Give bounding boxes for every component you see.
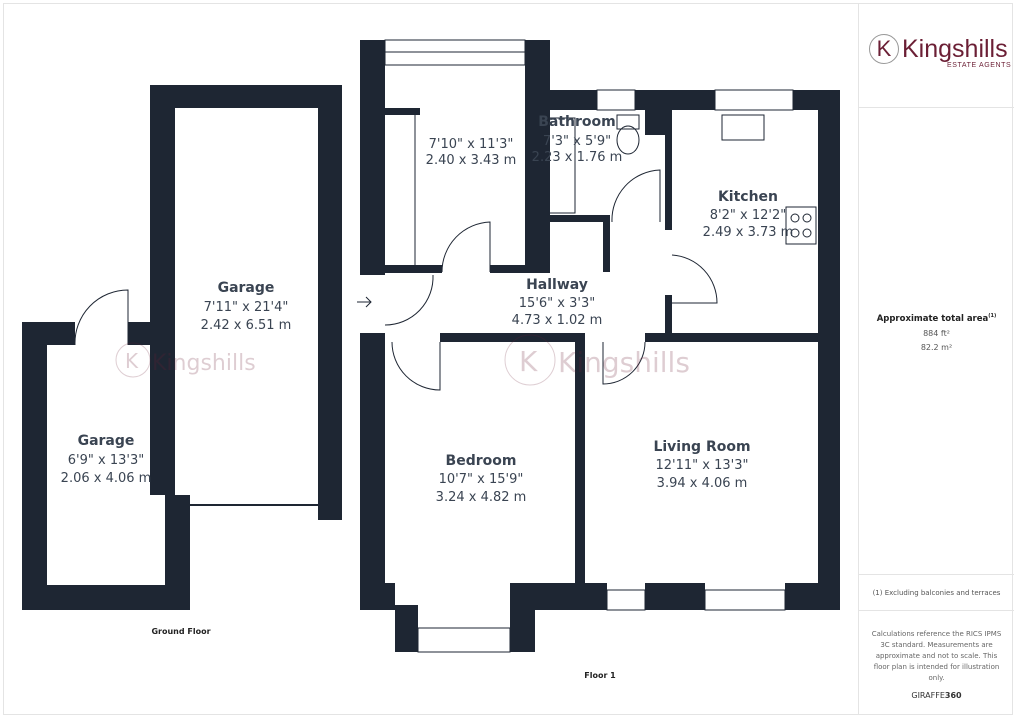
brand-logo: K Kingshills ESTATE AGENTS [869,34,1011,69]
page-frame [3,3,1013,715]
room-dims-imperial: 15'6" x 3'3" [519,296,595,311]
door-swing [671,254,718,304]
footnote-section: (1) Excluding balconies and terraces [859,575,1014,611]
logo-tagline: ESTATE AGENTS [947,62,1012,69]
door-swing [611,169,661,223]
room-dims-metric: 3.94 x 4.06 m [657,476,748,491]
toilet-cistern [616,114,640,130]
svg-text:K: K [519,345,538,378]
toilet-icon [616,125,640,155]
door-swing [74,289,129,346]
door-swing [391,341,441,391]
svg-text:Kingshills: Kingshills [558,346,690,379]
room-dims-imperial: 8'2" x 12'2" [710,208,786,223]
window [606,589,646,611]
giraffe360-credit: GIRAFFE360 [911,691,962,700]
floor-plan: K Kingshills K Kingshills Garage 7'11" x… [22,39,840,680]
room-dims-metric: 2.49 x 3.73 m [703,225,794,240]
window [417,627,511,653]
room-dims-metric: 2.40 x 3.43 m [426,153,517,168]
area-m: 82.2 m² [920,343,953,352]
hob-icon [785,206,817,245]
room-dims-imperial: 6'9" x 13'3" [68,453,144,468]
area-ft: 884 ft² [923,329,950,338]
watermark-logo: K Kingshills K Kingshills [115,334,690,386]
room-name: Living Room [653,439,750,455]
window [704,589,786,611]
disclaimer-section: Calculations reference the RICS IPMS 3C … [859,611,1014,715]
logo-initial: K [869,34,899,64]
room-dims-metric: 4.73 x 1.02 m [512,313,603,328]
window [596,89,636,111]
room-dims-metric: 2.23 x 1.76 m [532,150,623,165]
area-title: Approximate total area(1) [876,313,997,324]
room-name: Kitchen [718,189,778,205]
room-dims-imperial: 10'7" x 15'9" [439,472,524,487]
door-swing [602,341,646,385]
room-dims-imperial: 7'3" x 5'9" [543,134,611,149]
area-section: Approximate total area(1) 884 ft² 82.2 m… [859,108,1014,575]
door-swing [384,274,434,326]
room-dims-imperial: 7'10" x 11'3" [429,137,514,152]
walls [22,40,840,652]
room-dims-metric: 2.06 x 4.06 m [61,471,152,486]
info-panel: K Kingshills ESTATE AGENTS Approximate t… [858,4,1014,715]
room-name: Garage [218,280,275,296]
footnote: (1) Excluding balconies and terraces [872,589,1001,597]
window [714,89,794,111]
logo-section: K Kingshills ESTATE AGENTS [859,4,1014,108]
room-name: Garage [78,433,135,449]
room-dims-imperial: 7'11" x 21'4" [204,300,289,315]
room-name: Hallway [526,277,588,293]
disclaimer-text: Calculations reference the RICS IPMS 3C … [871,630,1002,682]
room-dims-imperial: 12'11" x 13'3" [656,458,749,473]
room-name: Bathroom [538,114,616,130]
svg-text:Kingshills: Kingshills [152,351,256,376]
entrance-arrow-icon [357,296,372,308]
fixtures [74,39,817,653]
floor-label: Ground Floor [151,627,210,636]
sink-icon [721,114,765,141]
room-name: Bedroom [446,453,517,469]
bathtub [536,117,576,214]
logo-name: Kingshills [902,35,1008,63]
svg-text:K: K [125,349,139,373]
room-dims-metric: 2.42 x 6.51 m [201,318,292,333]
room-dims-metric: 3.24 x 4.82 m [436,490,527,505]
floor-label: Floor 1 [584,671,616,680]
door-swing [441,221,491,273]
